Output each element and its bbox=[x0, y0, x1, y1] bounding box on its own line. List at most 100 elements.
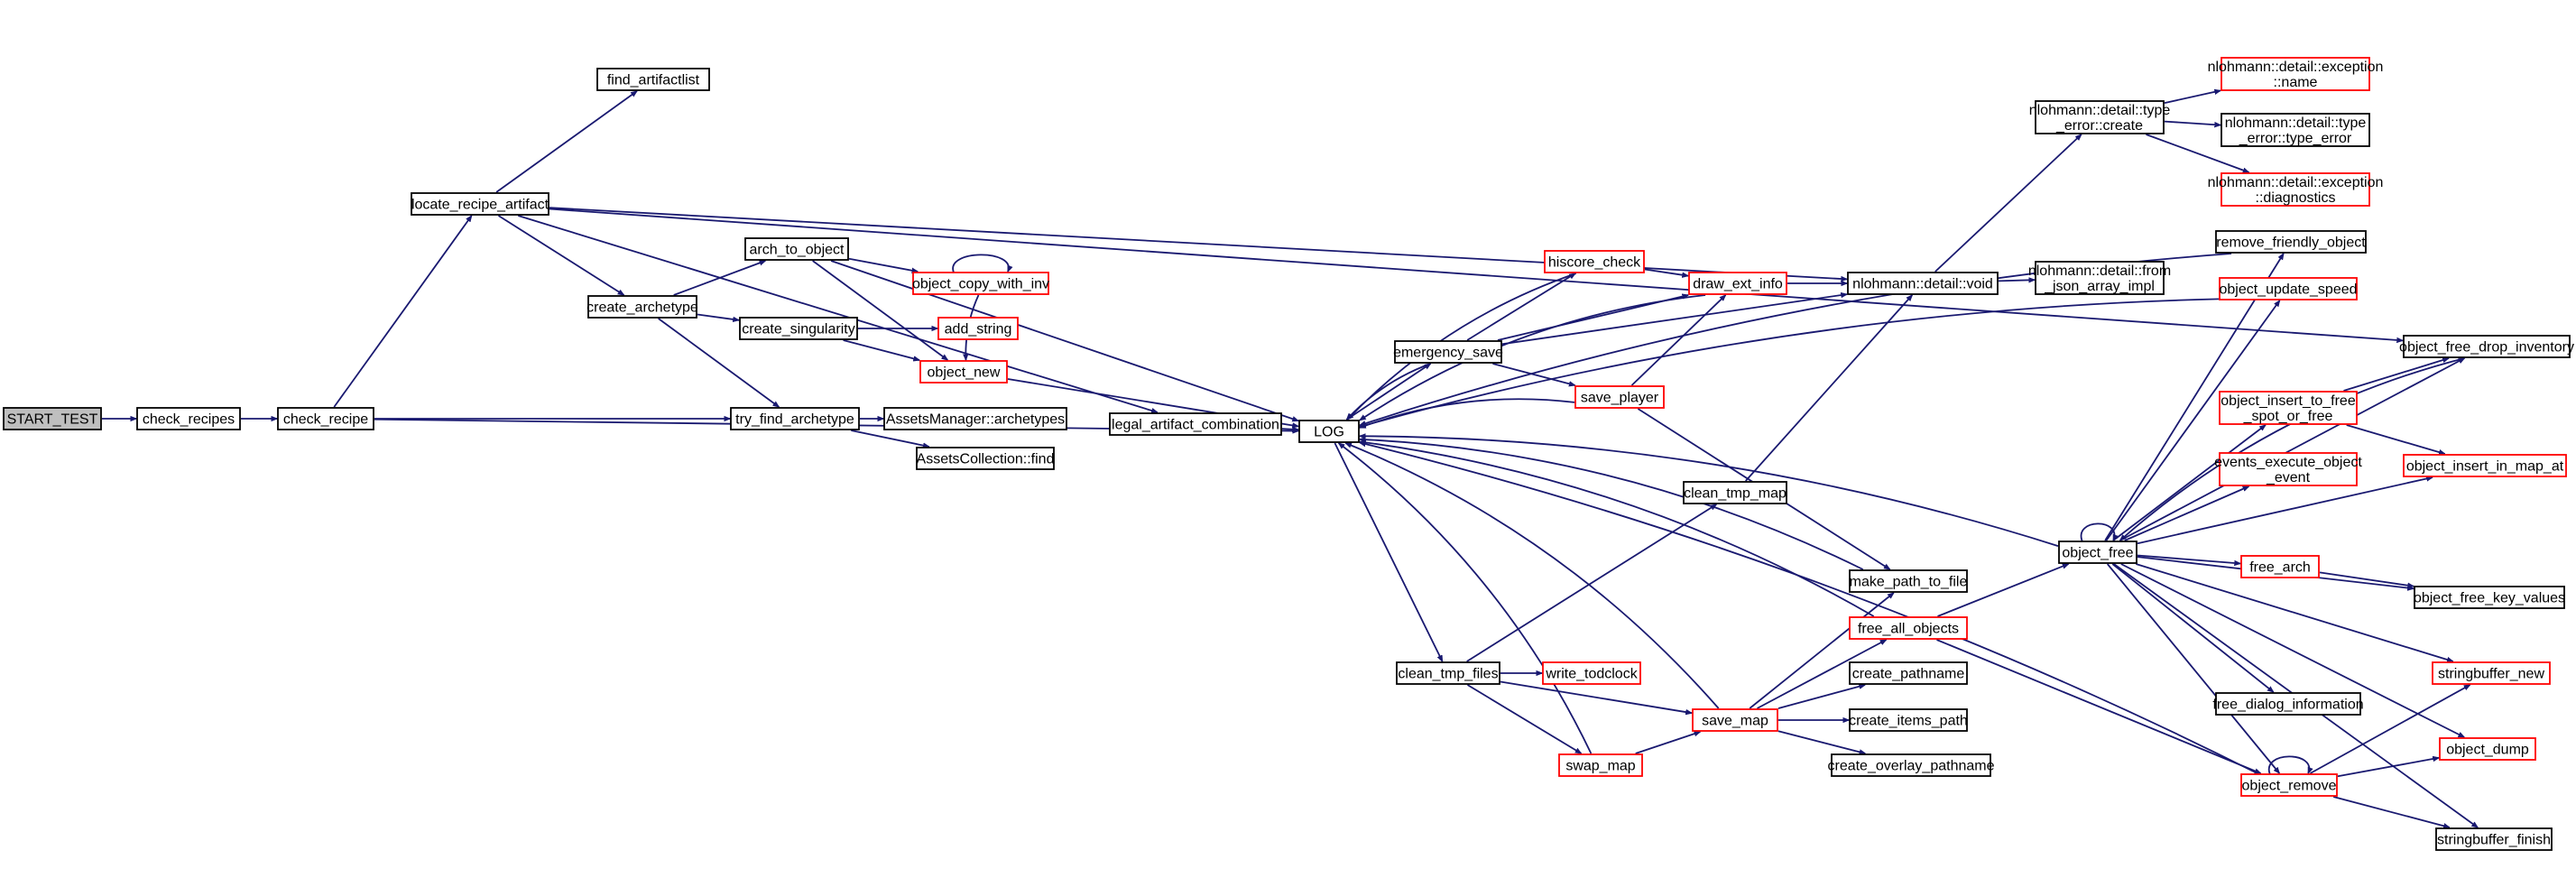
node-draw-ext-info[interactable]: draw_ext_info bbox=[1688, 272, 1787, 295]
node-label: nlohmann::detail::type bbox=[2225, 116, 2367, 131]
node-stringbuffer-new[interactable]: stringbuffer_new bbox=[2432, 661, 2551, 685]
node-assets-manager-archetypes[interactable]: AssetsManager::archetypes bbox=[883, 407, 1067, 430]
node-from-json-array-impl[interactable]: nlohmann::detail::from_json_array_impl bbox=[2028, 261, 2171, 295]
node-object-free[interactable]: object_free bbox=[2058, 541, 2137, 564]
node-hiscore-check[interactable]: hiscore_check bbox=[1544, 250, 1645, 273]
node-make-path-to-file[interactable]: make_path_to_file bbox=[1849, 569, 1968, 593]
node-add-string[interactable]: add_string bbox=[937, 317, 1019, 340]
edge-free_all_objects-to-log bbox=[1360, 442, 1875, 617]
node-object-dump[interactable]: object_dump bbox=[2439, 737, 2536, 761]
edge-line bbox=[1360, 436, 2059, 547]
edge-line bbox=[851, 430, 928, 447]
node-type-error-create[interactable]: nlohmann::detail::type_error::create bbox=[2029, 100, 2171, 134]
node-box bbox=[2219, 391, 2358, 425]
node-object-insert-to-free[interactable]: object_insert_to_free_spot_or_free bbox=[2219, 391, 2358, 425]
edge-line bbox=[1998, 280, 2035, 281]
node-label: swap_map bbox=[1565, 759, 1635, 774]
edge-line bbox=[1937, 563, 2069, 617]
node-label: create_archetype bbox=[586, 300, 698, 316]
edge-line bbox=[830, 260, 1298, 421]
edge-line bbox=[2124, 485, 2249, 541]
node-save-player[interactable]: save_player bbox=[1574, 385, 1665, 409]
edge-line bbox=[2137, 554, 2240, 564]
node-box bbox=[1542, 661, 1641, 685]
node-create-archetype[interactable]: create_archetype bbox=[586, 295, 698, 319]
node-free-all-objects[interactable]: free_all_objects bbox=[1849, 616, 1968, 640]
node-events-execute-object-event[interactable]: events_execute_object_event bbox=[2214, 452, 2362, 486]
node-box bbox=[1849, 569, 1968, 593]
edge-line bbox=[2146, 134, 2249, 173]
node-stringbuffer-finish[interactable]: stringbuffer_finish bbox=[2435, 827, 2553, 851]
node-label: save_player bbox=[1581, 391, 1659, 406]
node-check-recipes[interactable]: check_recipes bbox=[136, 407, 241, 430]
node-nlohmann-void[interactable]: nlohmann::detail::void bbox=[1847, 272, 1999, 295]
node-write-todclock[interactable]: write_todclock bbox=[1542, 661, 1641, 685]
edge-line bbox=[1500, 680, 1692, 714]
edge-line bbox=[1492, 363, 1574, 385]
node-box bbox=[2240, 773, 2338, 797]
node-legal-artifact-combination[interactable]: legal_artifact_combination bbox=[1109, 412, 1282, 436]
edge-try_find_archetype-to-assets_collection_find bbox=[851, 430, 928, 447]
edge-object_insert_to_free-to-object_free_drop_inventory bbox=[2343, 358, 2449, 392]
node-label: try_find_archetype bbox=[735, 412, 854, 428]
edge-object_free-to-events_execute_object_event bbox=[2124, 485, 2249, 541]
node-label: add_string bbox=[945, 322, 1012, 337]
node-box bbox=[2432, 661, 2551, 685]
node-label: find_artifactlist bbox=[607, 73, 700, 88]
node-swap-map[interactable]: swap_map bbox=[1558, 753, 1643, 777]
node-label: AssetsCollection::find bbox=[917, 452, 1055, 467]
node-clean-tmp-map[interactable]: clean_tmp_map bbox=[1683, 481, 1787, 504]
edge-line bbox=[1360, 443, 2258, 774]
edge-create_singularity-to-object_new bbox=[843, 339, 919, 360]
node-exception-diagnostics[interactable]: nlohmann::detail::exception::diagnostics bbox=[2208, 172, 2384, 207]
node-locate-recipe-artifact[interactable]: locate_recipe_artifact bbox=[411, 192, 549, 216]
node-object-new[interactable]: object_new bbox=[919, 360, 1008, 384]
node-log[interactable]: LOG bbox=[1298, 420, 1360, 443]
node-label: stringbuffer_finish bbox=[2437, 833, 2551, 848]
node-create-singularity[interactable]: create_singularity bbox=[739, 317, 858, 340]
node-start-test[interactable]: START_TEST bbox=[3, 407, 102, 430]
edge-free_all_objects-to-object_remove bbox=[1936, 639, 2261, 774]
node-object-free-key-values[interactable]: object_free_key_values bbox=[2414, 586, 2565, 609]
node-label: object_dump bbox=[2446, 743, 2529, 758]
edge-object_update_speed-to-log bbox=[1360, 298, 2220, 427]
node-find-artifactlist[interactable]: find_artifactlist bbox=[596, 68, 710, 91]
node-create-pathname[interactable]: create_pathname bbox=[1849, 661, 1968, 685]
node-object-insert-in-map-at[interactable]: object_insert_in_map_at bbox=[2403, 454, 2567, 477]
node-label: legal_artifact_combination bbox=[1112, 418, 1279, 433]
node-box bbox=[2058, 541, 2137, 564]
edge-line bbox=[1339, 443, 1593, 754]
edge-save_map-to-create_overlay_pathname bbox=[1777, 730, 1865, 753]
node-label: LOG bbox=[1314, 425, 1344, 440]
node-remove-friendly-object[interactable]: remove_friendly_object bbox=[2215, 230, 2367, 254]
node-try-find-archetype[interactable]: try_find_archetype bbox=[730, 407, 860, 430]
node-label: create_pathname bbox=[1852, 667, 1965, 682]
edge-line bbox=[952, 254, 1009, 273]
node-save-map[interactable]: save_map bbox=[1692, 708, 1778, 732]
edge-object_free-to-object_remove bbox=[2107, 563, 2280, 773]
node-clean-tmp-files[interactable]: clean_tmp_files bbox=[1396, 661, 1500, 685]
edge-line bbox=[549, 208, 2403, 341]
node-check-recipe[interactable]: check_recipe bbox=[277, 407, 374, 430]
node-box bbox=[2221, 113, 2370, 147]
node-object-free-drop-inventory[interactable]: object_free_drop_inventory bbox=[2399, 335, 2574, 358]
edge-line bbox=[2267, 755, 2310, 775]
node-free-dialog-information[interactable]: free_dialog_information bbox=[2212, 692, 2364, 716]
node-exception-name[interactable]: nlohmann::detail::exception::name bbox=[2208, 57, 2384, 91]
edge-layer bbox=[101, 90, 2478, 827]
node-create-overlay-pathname[interactable]: create_overlay_pathname bbox=[1827, 753, 1995, 777]
node-object-copy-with-inv[interactable]: object_copy_with_inv bbox=[912, 272, 1049, 295]
edge-arch_to_object-to-log bbox=[830, 260, 1298, 421]
node-create-items-path[interactable]: create_items_path bbox=[1849, 708, 1968, 732]
node-box bbox=[2403, 454, 2567, 477]
node-assets-collection-find[interactable]: AssetsCollection::find bbox=[916, 447, 1055, 470]
node-object-remove[interactable]: object_remove bbox=[2240, 773, 2338, 797]
node-emergency-save[interactable]: emergency_save bbox=[1393, 340, 1503, 364]
node-label: clean_tmp_files bbox=[1398, 667, 1498, 682]
node-arch-to-object[interactable]: arch_to_object bbox=[744, 237, 849, 261]
node-free-arch[interactable]: free_arch bbox=[2240, 555, 2320, 578]
edge-emergency_save-to-save_player bbox=[1492, 363, 1574, 385]
node-type-error-type-error[interactable]: nlohmann::detail::type_error::type_error bbox=[2221, 113, 2370, 147]
node-object-update-speed[interactable]: object_update_speed bbox=[2219, 277, 2358, 300]
